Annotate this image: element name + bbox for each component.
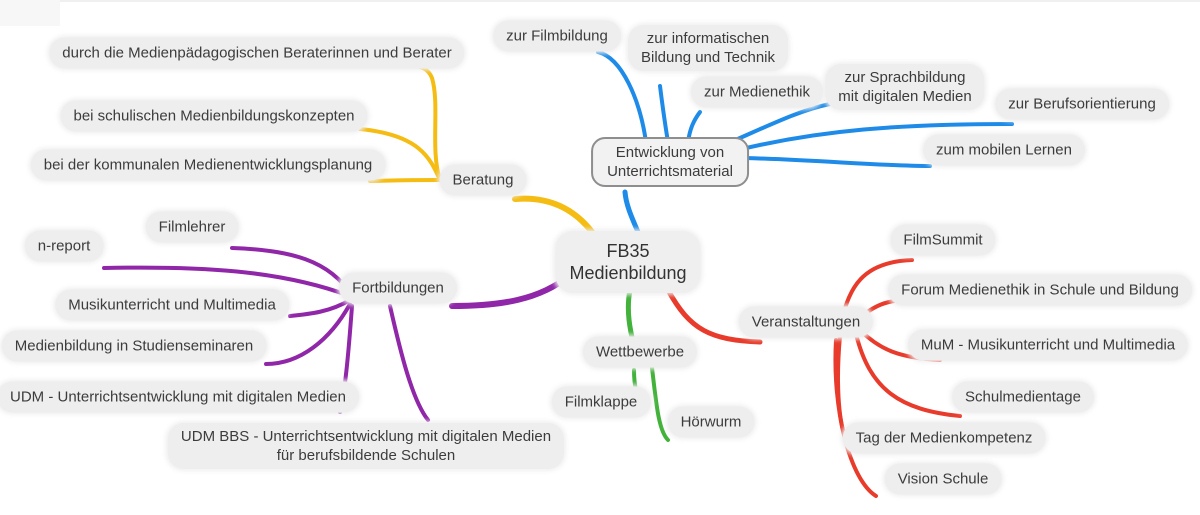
connector-fb-udmbbs xyxy=(388,304,430,422)
veranstaltungen-item-mum[interactable]: MuM - Musikunterricht und Multimedia xyxy=(907,329,1189,361)
top-border xyxy=(0,0,1200,2)
connector-wb-hoerwurm xyxy=(650,366,670,442)
informatik-line-1: zur informatischen xyxy=(646,30,770,47)
connector-entw-berufsorientierung xyxy=(736,122,1014,152)
veranstaltungen-item-tag-der-medienkompetenz[interactable]: Tag der Medienkompetenz xyxy=(842,422,1046,454)
udm-bbs-line-2: für berufsbildende Schulen xyxy=(276,447,456,464)
veranstaltungen-item-filmsummit[interactable]: FilmSummit xyxy=(890,224,996,256)
informatik-line-2: Bildung und Technik xyxy=(641,49,775,66)
connector-beratung-item-2 xyxy=(358,127,442,182)
connector-center-beratung xyxy=(512,195,595,235)
connector-center-fortbildungen xyxy=(449,272,573,309)
connector-entw-mobil xyxy=(743,156,932,168)
branch-fortbildungen[interactable]: Fortbildungen xyxy=(339,272,457,304)
corner-fragment xyxy=(0,0,60,26)
beratung-item-medienentwicklungsplanung[interactable]: bei der kommunalen Medienentwicklungspla… xyxy=(30,149,386,181)
connector-entw-filmbildung xyxy=(596,50,648,144)
wettbewerbe-item-hoerwurm[interactable]: Hörwurm xyxy=(667,406,755,438)
branch-veranstaltungen[interactable]: Veranstaltungen xyxy=(738,306,874,338)
connector-fb-musik xyxy=(288,298,352,318)
fortbildungen-item-studienseminare[interactable]: Medienbildung in Studienseminaren xyxy=(1,330,267,362)
connector-fb-nreport xyxy=(102,265,352,298)
fortbildungen-item-udm[interactable]: UDM - Unterrichtsentwicklung mit digital… xyxy=(0,381,359,413)
entwicklung-item-berufsorientierung[interactable]: zur Berufsorientierung xyxy=(995,88,1169,120)
wettbewerbe-item-filmklappe[interactable]: Filmklappe xyxy=(551,386,651,418)
fortbildungen-item-filmlehrer[interactable]: Filmlehrer xyxy=(145,211,239,243)
central-topic[interactable]: FB35 Medienbildung xyxy=(555,231,701,293)
entwicklung-item-mobiles-lernen[interactable]: zum mobilen Lernen xyxy=(923,134,1085,166)
beratung-item-berater[interactable]: durch die Medienpädagogischen Beraterinn… xyxy=(49,37,465,69)
branch-beratung[interactable]: Beratung xyxy=(439,164,527,196)
entwicklung-line-2: Unterrichtsmaterial xyxy=(607,163,733,180)
connector-beratung-item-3 xyxy=(368,178,442,183)
branch-entwicklung-unterrichtsmaterial[interactable]: Entwicklung von Unterrichtsmaterial xyxy=(591,137,749,187)
connector-entw-informatik xyxy=(658,84,670,144)
connector-fb-studienseminare xyxy=(264,302,352,366)
entwicklung-line-1: Entwicklung von xyxy=(615,144,725,161)
entwicklung-item-medienethik[interactable]: zur Medienethik xyxy=(691,76,823,108)
connector-center-veranstaltungen xyxy=(665,287,763,345)
beratung-item-medienbildungskonzepte[interactable]: bei schulischen Medienbildungskonzepten xyxy=(60,100,368,132)
central-topic-line-1: FB35 xyxy=(606,241,650,261)
connector-va-schulmedientage xyxy=(854,332,962,418)
entwicklung-item-filmbildung[interactable]: zur Filmbildung xyxy=(493,20,621,52)
connector-center-entwicklung xyxy=(622,189,641,235)
sprachbildung-line-1: zur Sprachbildung xyxy=(844,69,966,86)
sprachbildung-line-2: mit digitalen Medien xyxy=(838,88,972,105)
connector-va-vision xyxy=(833,338,878,498)
veranstaltungen-item-schulmedientage[interactable]: Schulmedientage xyxy=(952,381,1094,413)
entwicklung-item-informatik[interactable]: zur informatischen Bildung und Technik xyxy=(628,25,788,71)
central-topic-line-2: Medienbildung xyxy=(569,263,687,283)
veranstaltungen-item-forum-medienethik[interactable]: Forum Medienethik in Schule und Bildung xyxy=(888,274,1192,306)
connector-beratung-item-1 xyxy=(410,64,442,182)
branch-wettbewerbe[interactable]: Wettbewerbe xyxy=(582,336,698,368)
veranstaltungen-item-vision-schule[interactable]: Vision Schule xyxy=(884,463,1002,495)
fortbildungen-item-udm-bbs[interactable]: UDM BBS - Unterrichtsentwicklung mit dig… xyxy=(167,423,565,469)
entwicklung-item-sprachbildung[interactable]: zur Sprachbildung mit digitalen Medien xyxy=(825,64,985,110)
fortbildungen-item-musikunterricht[interactable]: Musikunterricht und Multimedia xyxy=(55,289,289,321)
udm-bbs-line-1: UDM BBS - Unterrichtsentwicklung mit dig… xyxy=(180,428,552,445)
fortbildungen-item-n-report[interactable]: n-report xyxy=(24,230,104,262)
